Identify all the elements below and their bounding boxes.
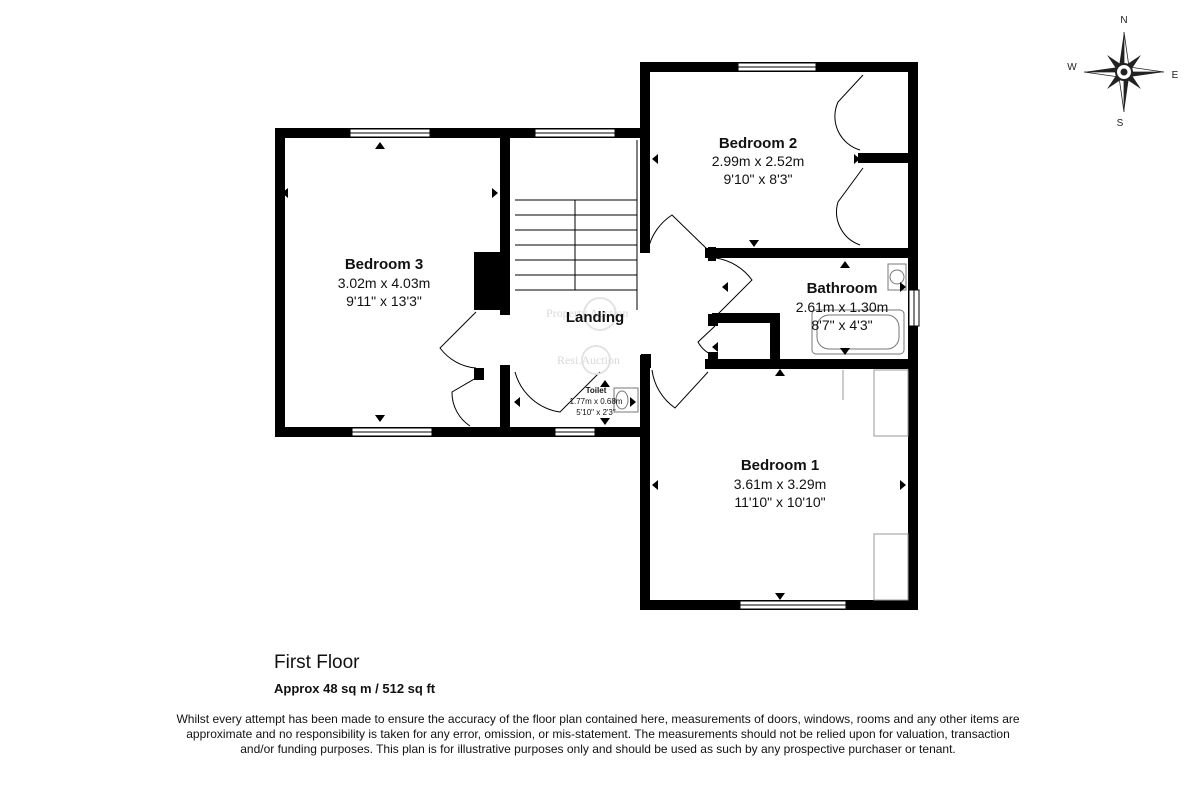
watermarks: Property Auction Resi.Auction [546, 297, 628, 375]
compass-rose-icon: N S E W [1067, 15, 1178, 129]
compass-west: W [1067, 62, 1077, 73]
chimney-block [474, 252, 504, 310]
floor-area: Approx 48 sq m / 512 sq ft [274, 681, 436, 696]
walls [275, 62, 918, 610]
room-dim-imperial: 9'11" x 13'3" [346, 293, 422, 309]
bathroom-fixtures [613, 263, 907, 413]
windows [349, 62, 920, 610]
room-landing: Landing [566, 309, 624, 326]
dimension-markers [282, 142, 906, 600]
watermark-line2: Resi.Auction [557, 353, 620, 367]
washbasin [887, 263, 907, 291]
room-toilet: Toilet 1.77m x 0.68m 5'10" x 2'3" [570, 386, 623, 417]
floor-title: First Floor [274, 652, 360, 673]
bedroom1-fixtures [842, 369, 909, 601]
room-dim-imperial: 8'7" x 4'3" [811, 317, 872, 333]
compass-south: S [1117, 118, 1124, 129]
room-name: Toilet [586, 386, 607, 395]
room-dim-metric: 3.61m x 3.29m [734, 476, 827, 492]
doors [439, 74, 864, 427]
room-dim-metric: 2.99m x 2.52m [712, 153, 805, 169]
bathtub [811, 309, 905, 355]
room-bedroom3: Bedroom 3 3.02m x 4.03m 9'11" x 13'3" [338, 256, 431, 309]
room-name: Bedroom 1 [741, 457, 819, 474]
watermark-line1: Property Auction [546, 306, 628, 320]
room-name: Bathroom [807, 280, 878, 297]
room-name: Bedroom 2 [719, 135, 797, 152]
room-dim-metric: 1.77m x 0.68m [570, 397, 623, 406]
room-bedroom2: Bedroom 2 2.99m x 2.52m 9'10" x 8'3" [712, 135, 805, 187]
room-name: Bedroom 3 [345, 256, 423, 273]
toilet-fixture [613, 387, 639, 413]
room-dim-imperial: 11'10" x 10'10" [734, 494, 825, 510]
compass-north: N [1120, 15, 1127, 26]
staircase [515, 140, 638, 310]
room-dim-metric: 3.02m x 4.03m [338, 275, 431, 291]
compass-east: E [1172, 70, 1179, 81]
disclaimer-text: Whilst every attempt has been made to en… [176, 712, 1020, 756]
room-dim-imperial: 5'10" x 2'3" [576, 408, 616, 417]
room-bedroom1: Bedroom 1 3.61m x 3.29m 11'10" x 10'10" [734, 457, 827, 510]
room-bathroom: Bathroom 2.61m x 1.30m 8'7" x 4'3" [796, 280, 889, 333]
room-dim-imperial: 9'10" x 8'3" [724, 171, 793, 187]
room-dim-metric: 2.61m x 1.30m [796, 299, 889, 315]
room-name: Landing [566, 309, 624, 326]
